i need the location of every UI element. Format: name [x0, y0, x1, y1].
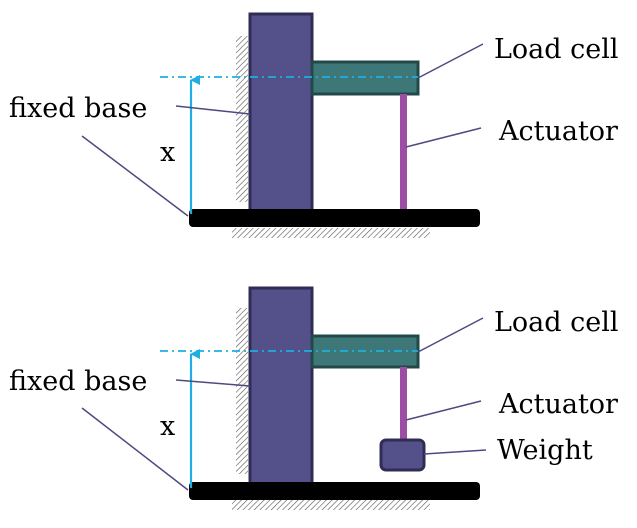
bottom-fixed-base-label: fixed base — [9, 366, 147, 397]
top-diagram: Load cell Actuator fixed base x — [9, 12, 619, 238]
top-x-label: x — [160, 137, 175, 168]
bottom-column — [248, 286, 314, 488]
top-fixed-base-label: fixed base — [9, 93, 147, 124]
top-actuator-leader — [405, 127, 482, 148]
bottom-base-leader — [81, 407, 189, 491]
top-base-bar — [189, 209, 480, 227]
bottom-weight-label: Weight — [497, 435, 593, 466]
top-actuator-label: Actuator — [498, 116, 618, 147]
top-column — [248, 12, 314, 216]
bottom-actuator-leader — [405, 400, 482, 421]
bottom-actuator-label: Actuator — [498, 389, 618, 420]
bottom-load-cell-label: Load cell — [494, 307, 619, 338]
bottom-base-bar — [189, 482, 480, 500]
top-load-cell-label: Load cell — [494, 34, 619, 65]
bottom-fixed-base-leader — [175, 379, 251, 387]
bottom-ground-hatch — [232, 500, 430, 510]
top-ground-hatch — [232, 228, 430, 238]
top-load-cell — [310, 60, 420, 96]
bottom-weight — [379, 438, 426, 472]
bottom-wall-hatch — [236, 308, 248, 474]
bottom-diagram: Load cell Actuator Weight fixed base x — [9, 286, 619, 510]
bottom-load-cell-leader — [417, 317, 484, 353]
top-fixed-base-leader — [175, 105, 251, 115]
bottom-weight-leader — [423, 449, 487, 455]
top-base-leader — [81, 135, 189, 217]
bottom-actuator-rod — [400, 367, 407, 441]
top-actuator-rod — [400, 94, 407, 210]
bottom-x-label: x — [160, 411, 175, 442]
top-load-cell-leader — [417, 43, 484, 79]
top-wall-hatch — [236, 36, 248, 202]
